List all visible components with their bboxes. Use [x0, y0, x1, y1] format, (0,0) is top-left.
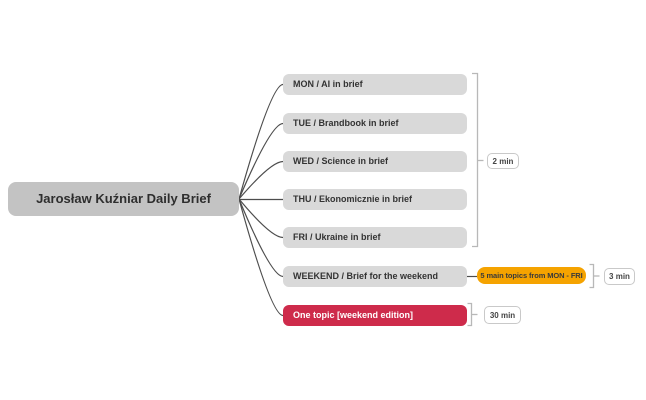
branch-mon[interactable]: MON / AI in brief	[283, 74, 467, 95]
duration-badge-one-topic[interactable]: 30 min	[484, 306, 521, 324]
branch-thu[interactable]: THU / Ekonomicznie in brief	[283, 189, 467, 210]
group-brackets	[467, 72, 600, 327]
branch-weekend[interactable]: WEEKEND / Brief for the weekend	[283, 266, 467, 287]
branch-wed[interactable]: WED / Science in brief	[283, 151, 467, 172]
duration-badge-weekend[interactable]: 3 min	[604, 268, 635, 285]
branch-tue[interactable]: TUE / Brandbook in brief	[283, 113, 467, 134]
root-node[interactable]: Jarosław Kuźniar Daily Brief	[8, 182, 239, 216]
weekend-detail-node[interactable]: 5 main topics from MON - FRI	[477, 267, 586, 284]
duration-badge-weekdays[interactable]: 2 min	[487, 153, 519, 169]
branch-fri[interactable]: FRI / Ukraine in brief	[283, 227, 467, 248]
branch-one-topic[interactable]: One topic [weekend edition]	[283, 305, 467, 326]
